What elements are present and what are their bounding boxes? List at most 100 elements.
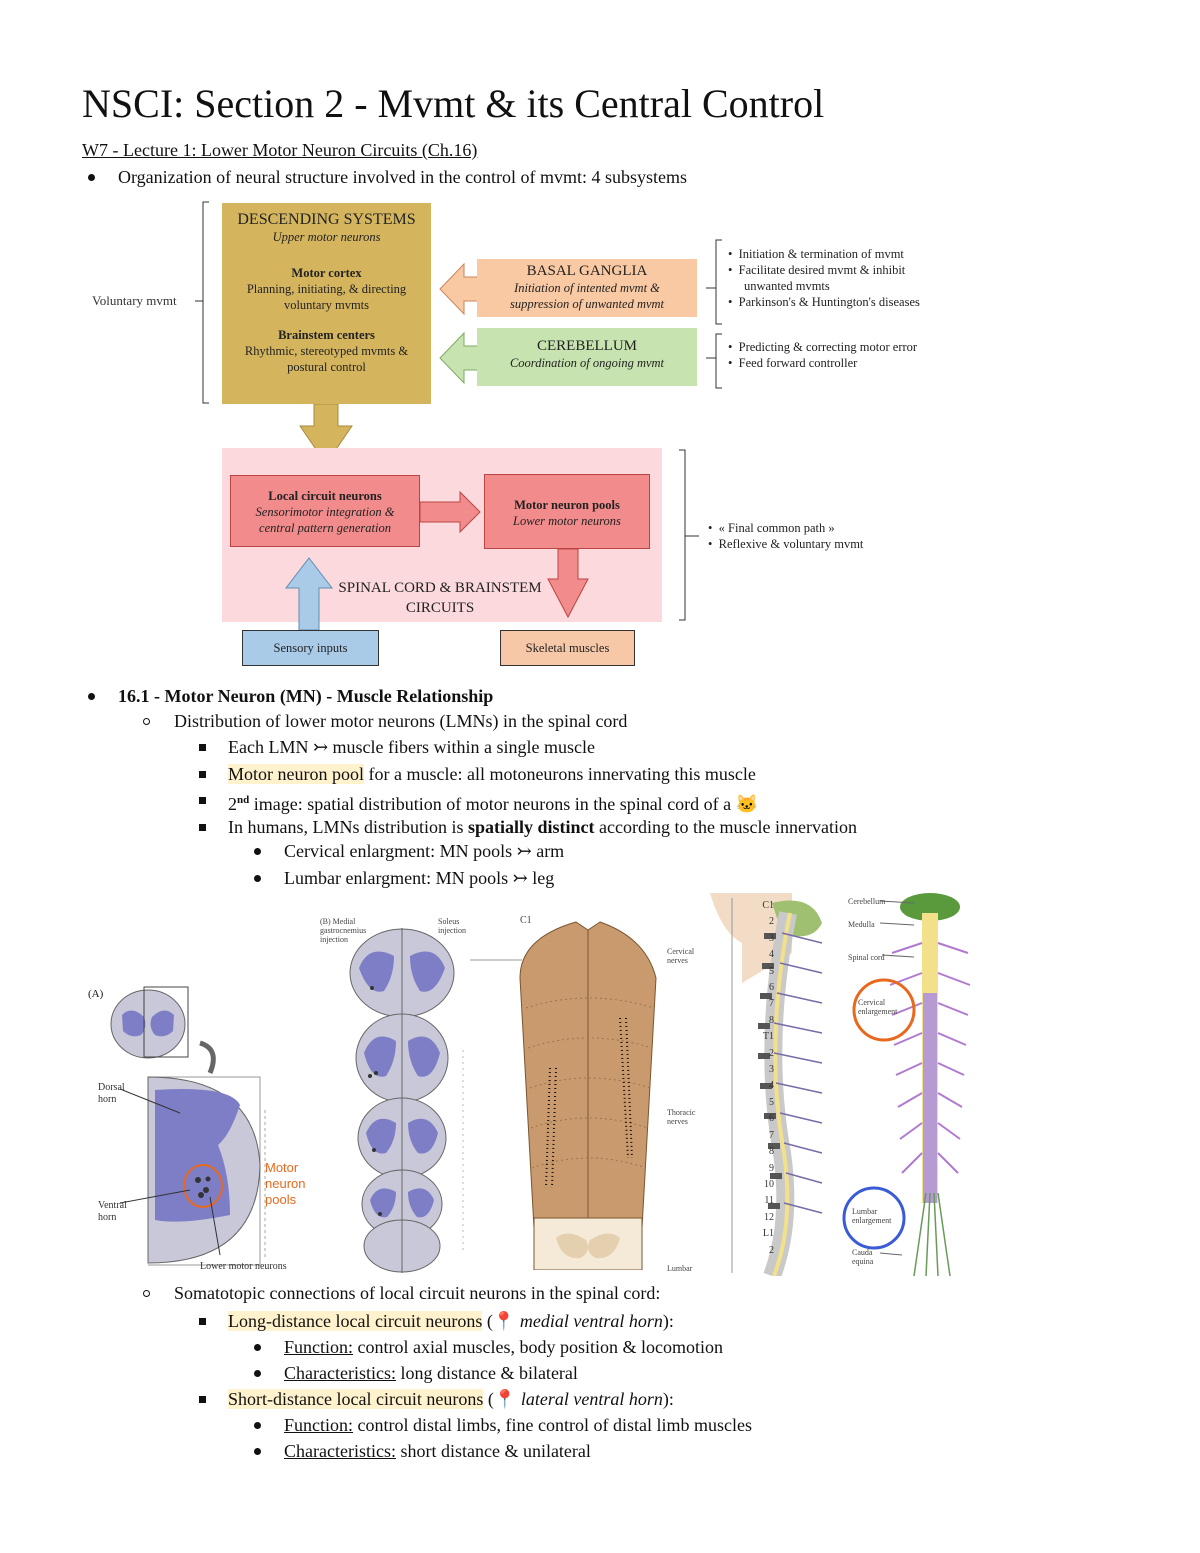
vertebra-number: 6 [769, 982, 774, 994]
short-distance-item: Short-distance local circuit neurons (📍 … [228, 1389, 674, 1409]
basal-note: • Facilitate desired mvmt & inhibit unwa… [728, 263, 906, 293]
vertebra-number: 2 [769, 916, 774, 928]
gastro-label: (B) Medial gastrocnemius injection [320, 917, 367, 944]
brainstem-desc: Rhythmic, stereotyped mvmts & postural c… [244, 344, 409, 374]
descending-down-arrow [299, 404, 353, 465]
voluntary-bracket [195, 201, 209, 404]
cat-icon: 🐱 [735, 794, 759, 814]
spinal-notes: • « Final common path » • Reflexive & vo… [708, 520, 863, 552]
section-16-1-heading: 16.1 - Motor Neuron (MN) - Muscle Relati… [118, 686, 494, 706]
vertebra-number: 2 [769, 1244, 774, 1256]
bullet-dot [254, 1422, 261, 1429]
local-circuit-box: Local circuit neurons Sensorimotor integ… [230, 475, 420, 547]
vertebra-number: 8 [769, 1014, 774, 1026]
short-distance-term: Short-distance local circuit neurons [228, 1389, 484, 1409]
short-characteristics: Characteristics: short distance & unilat… [284, 1441, 591, 1461]
spinal-note: • « Final common path » [708, 521, 835, 535]
figure-a-drawing [110, 986, 261, 1266]
bullet-dot [254, 1370, 261, 1377]
vertebra-number: C1 [762, 900, 774, 911]
voluntary-label: Voluntary mvmt [92, 293, 177, 308]
skeletal-muscles-box: Skeletal muscles [500, 630, 635, 666]
motor-pool-term: Motor neuron pool [228, 764, 364, 784]
vertebra-number: 4 [769, 949, 774, 961]
lumbar-enl-fig-label: Lumbar enlargement [852, 1207, 892, 1225]
pin-icon: 📍 [492, 1311, 516, 1331]
spinal-note: • Reflexive & voluntary mvmt [708, 537, 864, 551]
bullet-square [199, 1318, 206, 1325]
figure-a-label: (A) [88, 988, 104, 1000]
humans-item: In humans, LMNs distribution is spatiall… [228, 817, 857, 837]
soleus-label: Soleus injection [438, 917, 466, 935]
spinal-bracket [679, 449, 699, 621]
cauda-fig-label: Cauda equina [852, 1248, 874, 1266]
c1-label: C1 [520, 915, 532, 926]
motor-cortex-desc: Planning, initiating, & directing volunt… [246, 282, 407, 312]
sensory-inputs-box: Sensory inputs [242, 630, 379, 666]
human-spine-drawing [710, 893, 971, 1276]
lmn-item: Each LMN ↣ muscle fibers within a single… [228, 737, 595, 757]
vertebra-number: 8 [769, 1146, 774, 1158]
pool-down-arrow [547, 549, 589, 619]
cerebellum-desc: Coordination of ongoing mvmt [509, 356, 665, 370]
intro-bullet: Organization of neural structure involve… [118, 167, 688, 187]
spinal-cord-fig-label: Spinal cord [848, 953, 885, 962]
bullet-square [199, 771, 206, 778]
bullet-dot [88, 693, 95, 700]
local-to-pool-arrow [420, 490, 481, 534]
vertebra-number: 2 [769, 1047, 774, 1059]
motor-pools-label: Motor neuron pools [265, 1160, 306, 1207]
bullet-dot [88, 174, 95, 181]
motor-cortex-label: Motor cortex [291, 266, 362, 280]
descending-systems-box: DESCENDING SYSTEMS Upper motor neurons M… [222, 203, 431, 404]
vertebra-number: 3 [769, 932, 774, 944]
lumbar-label: Lumbar [667, 1264, 693, 1273]
bullet-square [199, 1396, 206, 1403]
ventral-horn-label: Ventral horn [98, 1200, 127, 1223]
lower-motor-neurons-label: Lower motor neurons [200, 1261, 287, 1272]
thoracic-nerves-label: Thoracic nerves [667, 1108, 696, 1126]
lumbar-item: Lumbar enlargment: MN pools ↣ leg [284, 868, 555, 888]
cerebellum-notes: • Predicting & correcting motor error • … [728, 339, 928, 371]
figure-b-connector [470, 959, 522, 961]
pin-icon: 📍 [493, 1389, 517, 1409]
vertebra-number: 7 [769, 998, 774, 1010]
bullet-square [199, 797, 206, 804]
vertebra-number: 4 [769, 1080, 774, 1092]
bullet-dot [254, 1344, 261, 1351]
cervical-enl-fig-label: Cervical enlargement [858, 998, 898, 1016]
cervical-nerves-label: Cervical nerves [667, 947, 695, 965]
bullet-square [199, 824, 206, 831]
long-distance-item: Long-distance local circuit neurons (📍 m… [228, 1311, 674, 1331]
vertebra-number: T1 [762, 1031, 774, 1043]
vertebra-number: 11 [764, 1195, 774, 1207]
figure-a-scale [264, 1110, 266, 1260]
motor-pools-desc: Lower motor neurons [513, 514, 621, 528]
long-distance-term: Long-distance local circuit neurons [228, 1311, 483, 1331]
basal-notes: • Initiation & termination of mvmt • Fac… [728, 246, 938, 310]
basal-desc: Initiation of intented mvmt & suppressio… [509, 281, 665, 311]
sensory-up-arrow [284, 557, 334, 631]
cerebellum-title: CEREBELLUM [537, 338, 637, 354]
bullet-dot [254, 1448, 261, 1455]
bullet-square [199, 744, 206, 751]
motor-pool-item: Motor neuron pool for a muscle: all moto… [228, 764, 756, 784]
vertebra-number: 6 [769, 1113, 774, 1125]
vertebra-number: 12 [764, 1211, 774, 1223]
cerebellum-note: • Feed forward controller [728, 356, 858, 370]
basal-note: • Parkinson's & Huntington's diseases [728, 295, 920, 309]
lmn-distribution: Distribution of lower motor neurons (LMN… [174, 711, 628, 731]
vertebra-number: 3 [769, 1064, 774, 1076]
basal-ganglia-box: BASAL GANGLIA Initiation of intented mvm… [477, 259, 697, 317]
lecture-heading: W7 - Lecture 1: Lower Motor Neuron Circu… [82, 140, 478, 160]
cerebellum-box: CEREBELLUM Coordination of ongoing mvmt [477, 328, 697, 386]
bullet-ring [143, 1290, 150, 1297]
basal-title: BASAL GANGLIA [526, 263, 648, 279]
descending-subtitle: Upper motor neurons [272, 230, 381, 244]
second-image-item: 2nd image: spatial distribution of motor… [228, 794, 759, 814]
long-characteristics: Characteristics: long distance & bilater… [284, 1363, 578, 1383]
medulla-fig-label: Medulla [848, 920, 875, 929]
cerebellum-fig-label: Cerebellum [848, 897, 886, 906]
vertebra-number: 9 [769, 1162, 774, 1174]
local-circuit-desc: Sensorimotor integration & central patte… [255, 505, 395, 535]
